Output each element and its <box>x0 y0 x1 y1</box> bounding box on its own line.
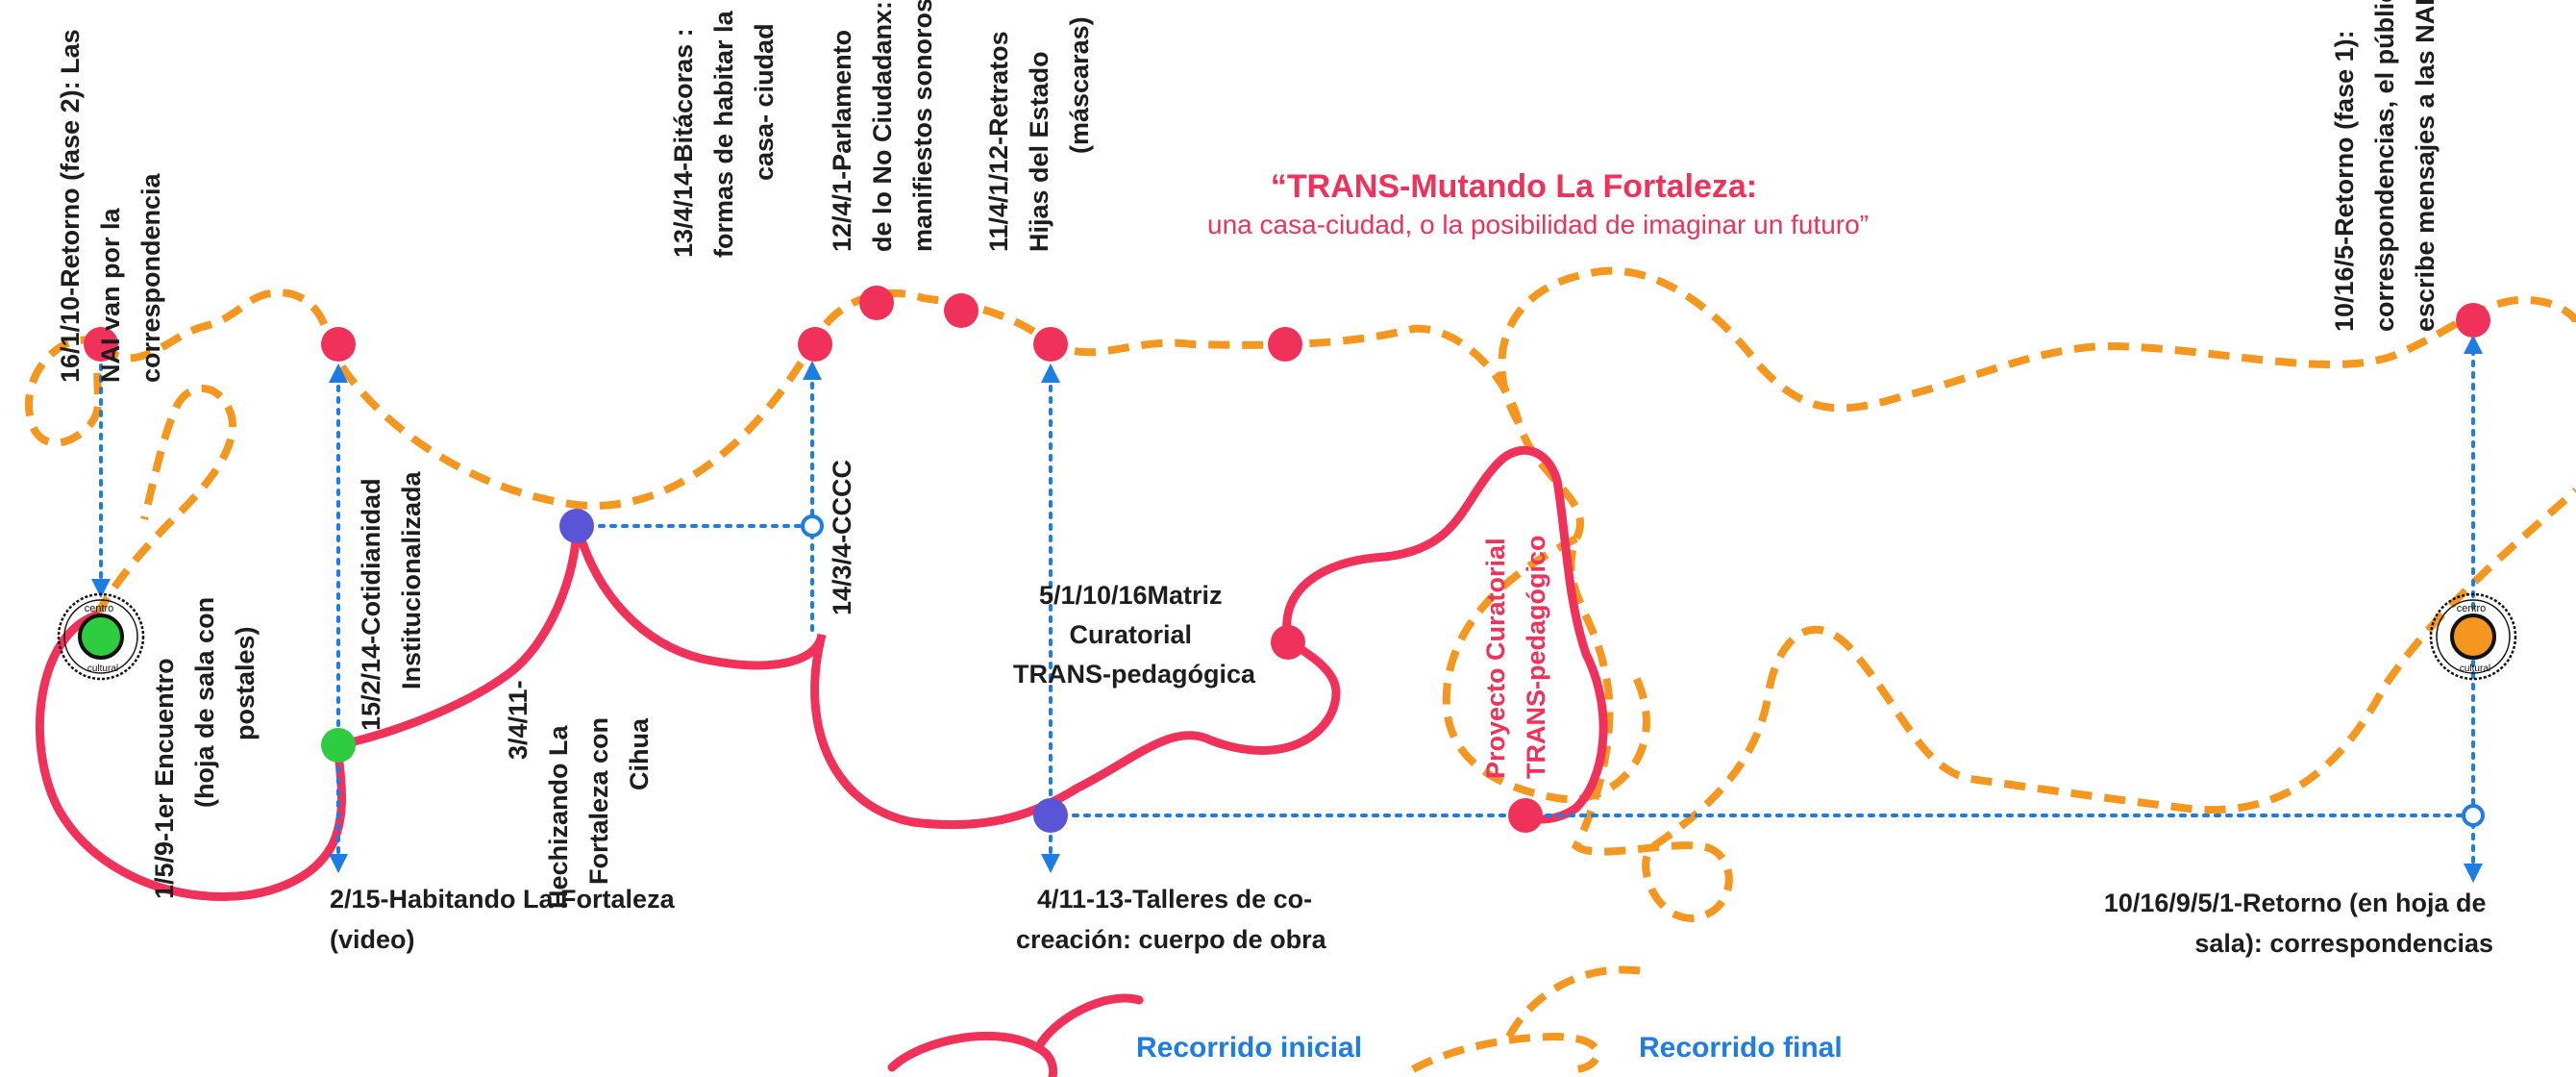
label-3-4-11: 3/4/11- Hechizando La Fortaleza con Cihu… <box>504 673 654 909</box>
title-main: “TRANS-Mutando La Fortaleza: <box>1271 168 1757 205</box>
diagram-title: “TRANS-Mutando La Fortaleza: una casa-ci… <box>1207 168 1869 239</box>
nodes <box>84 286 2490 833</box>
node-15-2-14 <box>321 728 356 763</box>
node-extra <box>1268 327 1302 362</box>
legend-final-label: Recorrido final <box>1639 1032 1843 1064</box>
label-15-2-14: 15/2/14-Cotidianidad Institucionalizada <box>357 470 426 731</box>
label-12-4-1: 12/4/1-Parlamento de lo No Ciudadanx: ma… <box>828 0 937 252</box>
node-12-4-1 <box>859 286 894 320</box>
labels: 16/1/10-Retorno (fase 2): Las NAI van po… <box>56 0 2440 909</box>
stamp-text: cultural <box>87 664 118 674</box>
legend: Recorrido inicial Recorrido final <box>887 965 1843 1077</box>
stamp-right: centro cultural <box>2429 592 2517 681</box>
label-16-1-10: 16/1/10-Retorno (fase 2): Las NAI van po… <box>56 22 165 383</box>
node-16-1-10 <box>84 327 118 362</box>
stamp-text: centro <box>85 603 114 614</box>
node-4-11-13 <box>1033 798 1068 833</box>
node-10-16-5 <box>2456 303 2490 338</box>
node-15-2-14-top <box>321 327 356 362</box>
label-11-4-1-12: 11/4/1/12-Retratos Hijas del Estado (más… <box>984 16 1094 252</box>
label-10-16-9-5-1: 10/16/9/5/1-Retorno (en hoja de sala): c… <box>2104 889 2493 958</box>
node-13-4-14 <box>798 327 832 362</box>
initial-route <box>35 445 1608 901</box>
stamp-left: centro cultural <box>57 592 145 681</box>
stamp-text: centro <box>2457 603 2487 614</box>
label-proyecto: Proyecto Curatorial TRANS-pedagógico <box>1481 531 1550 779</box>
label-10-16-5: 10/16/5-Retorno (fase 1): correspondenci… <box>2330 0 2440 332</box>
label-13-4-14: 13/4/14-Bitácoras : formas de habitar la… <box>669 4 779 258</box>
node-11-4-1-12 <box>944 293 978 328</box>
label-1-5-9: 1/5/9-1er Encuentro (hoja de sala con po… <box>150 589 260 899</box>
node-14-3-4 <box>801 514 824 538</box>
label-4-11-13: 4/11-13-Talleres de co- creación: cuerpo… <box>1016 885 1327 954</box>
label-5-1-10-16: 5/1/10/16Matriz Curatorial TRANS-pedagóg… <box>1013 581 1256 689</box>
labels-horizontal: 5/1/10/16Matriz Curatorial TRANS-pedagóg… <box>330 581 2493 958</box>
legend-initial: Recorrido inicial <box>887 993 1362 1077</box>
label-14-3-4: 14/3/4-CCCC <box>828 460 856 615</box>
final-route <box>24 266 2576 923</box>
legend-final: Recorrido final <box>1411 965 1843 1073</box>
node-10-16-9-5-1 <box>2462 804 2485 827</box>
legend-initial-label: Recorrido inicial <box>1136 1032 1362 1064</box>
node-3-4-11 <box>559 509 594 543</box>
title-subtitle: una casa-ciudad, o la posibilidad de ima… <box>1207 210 1869 239</box>
stamp-text: cultural <box>2460 664 2490 674</box>
node-4-11-13-top <box>1033 327 1068 362</box>
connectors <box>91 335 2483 883</box>
label-2-15: 2/15-Habitando La Fortaleza (video) <box>330 885 681 954</box>
node-proyecto <box>1508 798 1543 833</box>
node-5-1-10-16 <box>1271 625 1305 660</box>
